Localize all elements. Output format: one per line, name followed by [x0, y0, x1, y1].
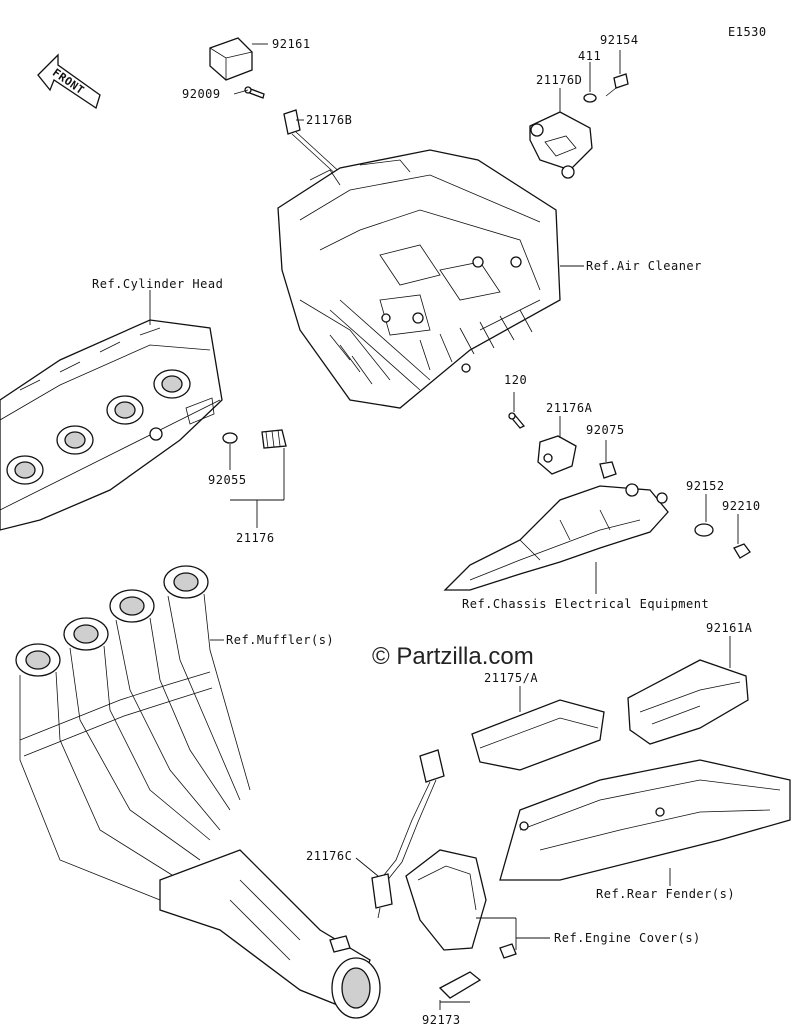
- callout-92055: 92055: [208, 473, 247, 487]
- figure-code: E1530: [728, 25, 767, 39]
- engine-cover: [405, 849, 517, 999]
- callout-ref-chassis-electrical: Ref.Chassis Electrical Equipment: [462, 597, 709, 611]
- sensor-21176D: [529, 111, 593, 179]
- ecu-92161A: [627, 659, 749, 745]
- callout-411: 411: [578, 49, 601, 63]
- callout-92009: 92009: [182, 87, 221, 101]
- callout-ref-air-cleaner: Ref.Air Cleaner: [586, 259, 702, 273]
- grommet-92075: [599, 461, 617, 479]
- sensor-21176C: [371, 749, 445, 919]
- air-cleaner-housing: [277, 149, 561, 409]
- callout-21176A: 21176A: [546, 401, 593, 415]
- leader-lines: [149, 43, 739, 1010]
- sensor-21176A: [537, 435, 577, 475]
- callout-21176D: 21176D: [536, 73, 582, 87]
- callout-ref-engine-cover: Ref.Engine Cover(s): [554, 931, 701, 945]
- callout-21176C: 21176C: [306, 849, 352, 863]
- callout-92161A: 92161A: [706, 621, 753, 635]
- exhaust-collector-pipe: [159, 849, 381, 1019]
- rear-fender: [499, 759, 791, 881]
- nut-92210: [733, 543, 751, 559]
- gasket-92055: [222, 432, 238, 444]
- sensor-21176B: [283, 109, 345, 179]
- callout-92173: 92173: [422, 1013, 461, 1027]
- callout-ref-cylinder-head: Ref.Cylinder Head: [92, 277, 223, 291]
- exhaust-headers: [15, 565, 251, 901]
- callout-92154: 92154: [600, 33, 639, 47]
- watermark: © Partzilla.com: [372, 643, 534, 670]
- callout-92161: 92161: [272, 37, 311, 51]
- collar-92152: [694, 523, 714, 537]
- chassis-bracket: [443, 483, 669, 591]
- callout-ref-rear-fender: Ref.Rear Fender(s): [596, 887, 735, 901]
- cylinder-head: [0, 319, 223, 531]
- connector-92161: [209, 37, 253, 81]
- callout-92210: 92210: [722, 499, 761, 513]
- callout-ref-mufflers: Ref.Muffler(s): [226, 633, 334, 647]
- callout-92075: 92075: [586, 423, 625, 437]
- callout-120: 120: [504, 373, 527, 387]
- bolt-92009: [244, 86, 265, 99]
- callout-92152: 92152: [686, 479, 725, 493]
- washer-411: [583, 93, 597, 103]
- callout-21176B: 21176B: [306, 113, 352, 127]
- sensor-21176: [261, 429, 287, 449]
- callout-21175A: 21175/A: [484, 671, 538, 685]
- callout-21176: 21176: [236, 531, 275, 545]
- bolt-120: [508, 412, 526, 429]
- bolt-92154: [605, 73, 629, 97]
- ecu-21175A: [471, 699, 605, 771]
- front-arrow-icon: FRONT: [37, 53, 101, 110]
